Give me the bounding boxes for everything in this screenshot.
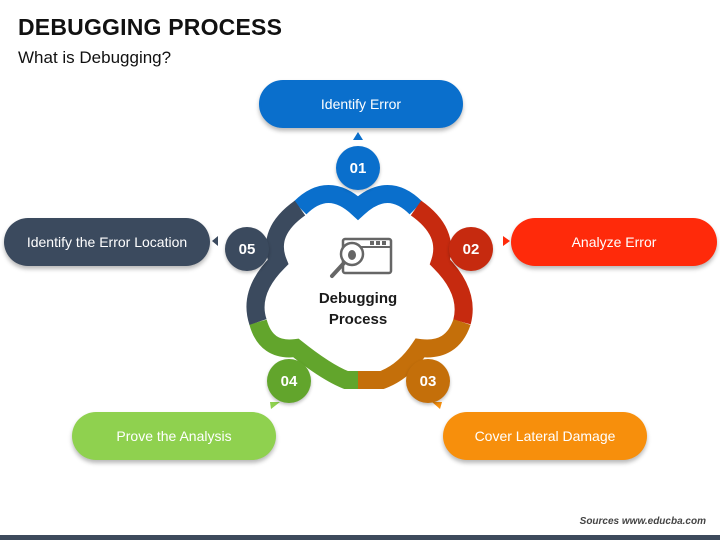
step-pill-identify-error: Identify Error bbox=[259, 80, 463, 128]
connector-arrow-02 bbox=[503, 236, 510, 246]
step-number-04: 04 bbox=[267, 359, 311, 403]
ring-segment-04 bbox=[249, 319, 358, 389]
ring-segment-05 bbox=[246, 200, 306, 325]
ring-segment-03 bbox=[358, 318, 471, 389]
ring-segment-02 bbox=[410, 200, 473, 325]
step-pill-label: Prove the Analysis bbox=[116, 428, 232, 444]
center-label-line1: Debugging bbox=[318, 290, 398, 307]
step-pill-cover-lateral-damage: Cover Lateral Damage bbox=[443, 412, 647, 460]
page-title: DEBUGGING PROCESS bbox=[18, 14, 283, 40]
page-subtitle: What is Debugging? bbox=[18, 48, 172, 67]
connector-arrow-04 bbox=[270, 402, 280, 409]
connector-arrow-03 bbox=[432, 402, 442, 409]
step-number-02: 02 bbox=[449, 227, 493, 271]
step-pill-analyze-error: Analyze Error bbox=[511, 218, 717, 266]
connector-arrow-01 bbox=[353, 132, 363, 140]
step-pill-label: Identify the Error Location bbox=[26, 234, 188, 250]
step-pill-label: Analyze Error bbox=[571, 234, 657, 250]
step-number-05: 05 bbox=[225, 227, 269, 271]
step-pill-label: Identify Error bbox=[320, 96, 402, 112]
center-label: Debugging Process bbox=[298, 288, 418, 330]
center-label-line2: Process bbox=[328, 311, 388, 328]
footer-bar bbox=[0, 535, 720, 540]
step-pill-identify-error-location: Identify the Error Location bbox=[4, 218, 210, 266]
ring-segment-01 bbox=[293, 185, 423, 221]
step-pill-prove-the-analysis: Prove the Analysis bbox=[72, 412, 276, 460]
step-pill-label: Cover Lateral Damage bbox=[474, 428, 616, 444]
step-number-03: 03 bbox=[406, 359, 450, 403]
connector-arrow-05 bbox=[212, 236, 218, 246]
bug-in-window-icon bbox=[330, 237, 393, 278]
source-credit: Sources www.educba.com bbox=[579, 516, 706, 527]
step-number-01: 01 bbox=[336, 146, 380, 190]
